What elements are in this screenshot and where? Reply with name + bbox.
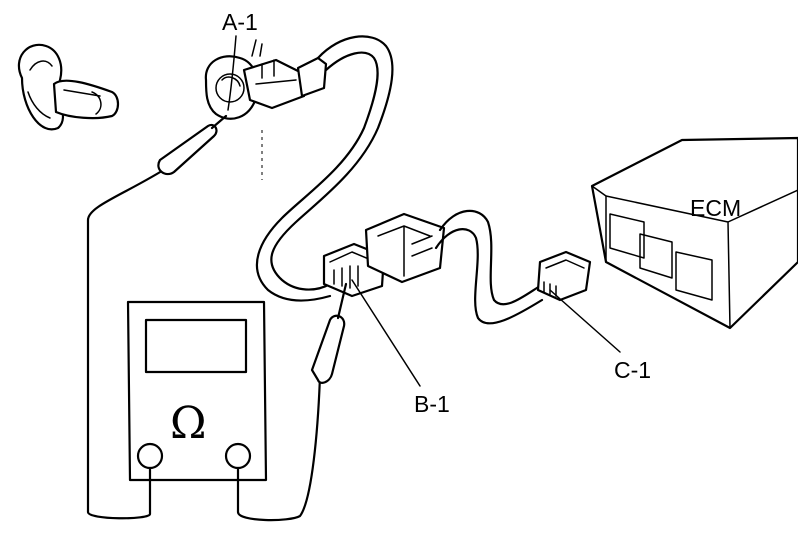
harness-a-to-b [255, 35, 394, 302]
inline-connector [364, 212, 446, 284]
ohm-symbol: Ω [170, 398, 206, 449]
connector-c1 [536, 250, 592, 302]
multimeter: Ω [126, 300, 268, 482]
label-b1: B-1 [414, 391, 450, 417]
label-ecm: ECM [690, 195, 741, 221]
harness-b-to-c [434, 209, 544, 325]
lamp-socket [17, 43, 120, 131]
connector-a1 [204, 39, 328, 120]
leader-a1 [227, 35, 237, 111]
leader-c1 [549, 289, 621, 353]
ecm-unit: ECM [590, 136, 798, 330]
leader-b1 [351, 279, 421, 387]
label-a1: A-1 [222, 9, 258, 35]
label-c1: C-1 [614, 357, 651, 383]
meter-leads [86, 114, 348, 522]
